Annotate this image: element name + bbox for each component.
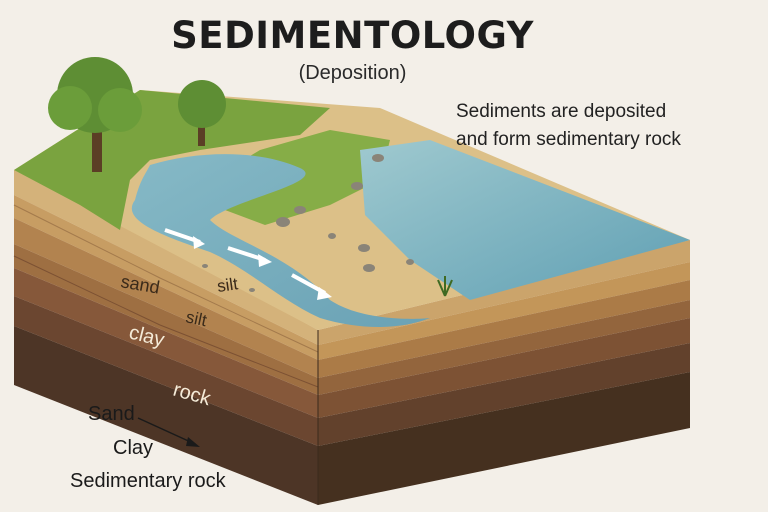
plant xyxy=(437,276,453,297)
legend-sand: Sand xyxy=(88,403,135,425)
sea xyxy=(360,140,690,300)
page-subtitle: (Deposition) xyxy=(298,62,407,84)
legend-arrow xyxy=(137,417,200,447)
layer-label-silt-top: silt xyxy=(216,274,239,296)
layer-label-silt: silt xyxy=(184,307,209,330)
tree-small xyxy=(178,80,226,146)
river xyxy=(131,154,430,327)
pebbles xyxy=(202,154,414,292)
legend-clay: Clay xyxy=(113,437,154,459)
left-face-strata xyxy=(13,170,319,505)
legend-sedimentary-rock: Sedimentary rock xyxy=(70,470,226,492)
description-line-1: Sediments are deposited xyxy=(456,101,667,122)
tree-large xyxy=(48,57,142,172)
right-face-strata xyxy=(317,240,690,505)
flow-arrows xyxy=(164,228,332,300)
description-note: Sediments are deposited and form sedimen… xyxy=(456,98,756,154)
page-title: SEDIMENTOLOGY xyxy=(171,14,534,57)
description-line-2: and form sedimentary rock xyxy=(456,129,681,150)
